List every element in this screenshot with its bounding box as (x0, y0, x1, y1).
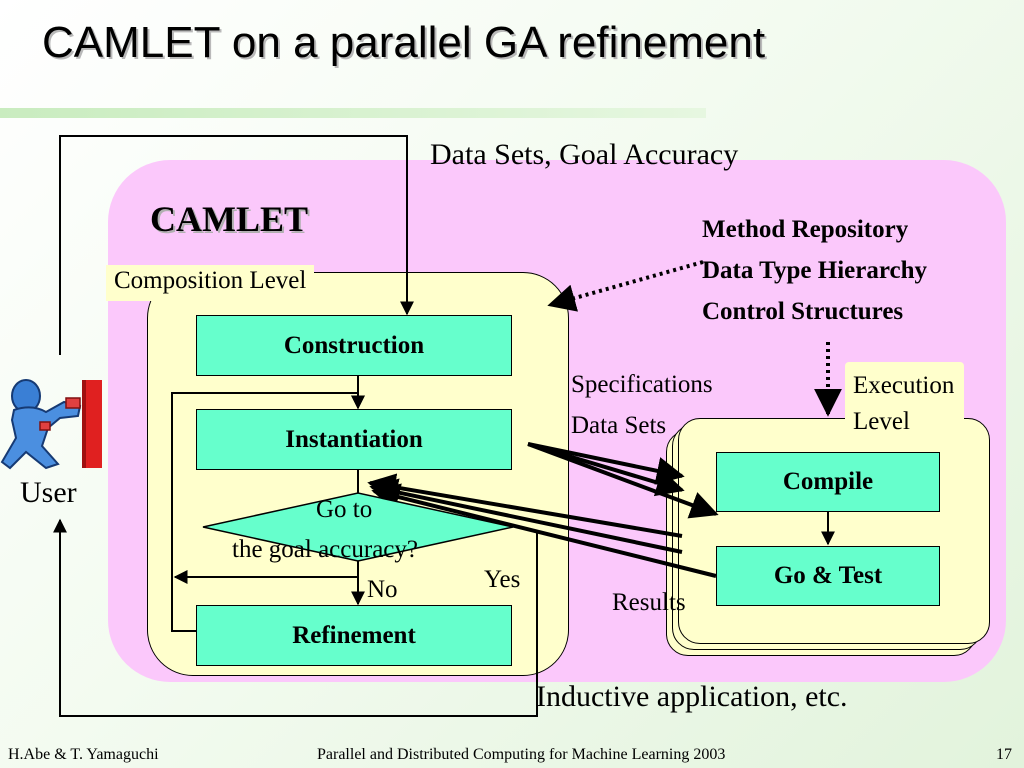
inductive-application-label: Inductive application, etc. (536, 680, 848, 713)
slide-title: CAMLET on a parallel GA refinement (42, 18, 766, 67)
footer-author: H.Abe & T. Yamaguchi (8, 746, 159, 763)
repository-line-3: Control Structures (702, 298, 904, 325)
user-label: User (20, 476, 77, 509)
user-to-construction-arrow (59, 135, 414, 355)
results-arrow-3 (371, 483, 717, 578)
results-label: Results (612, 589, 686, 616)
footer-venue: Parallel and Distributed Computing for M… (317, 746, 726, 763)
execution-label-line1: Execution (853, 372, 955, 399)
composition-level-label: Composition Level (106, 265, 315, 301)
compile-node: Compile (716, 452, 940, 512)
execution-label-line2: Level (853, 408, 910, 435)
go-test-node: Go & Test (716, 546, 940, 606)
specifications-label: Specifications (571, 371, 713, 398)
branch-no-label: No (367, 576, 398, 603)
results-arrow-1 (367, 473, 683, 538)
specs-arrow-3 (527, 442, 719, 519)
footer-page-number: 17 (996, 746, 1012, 763)
repository-line-2: Data Type Hierarchy (702, 257, 927, 284)
repository-line-1: Method Repository (702, 216, 909, 243)
refinement-loop-arrow (171, 392, 365, 632)
repository-to-composition-arrow (547, 260, 704, 312)
output-to-user-arrow (53, 518, 538, 717)
title-underline (0, 108, 706, 118)
decision-text-line1: Go to (316, 496, 373, 523)
execution-level-label: Execution Level (845, 362, 965, 448)
data-sets-goal-label: Data Sets, Goal Accuracy (430, 138, 739, 171)
decision-diamond (202, 492, 514, 562)
person-pushing-icon (0, 376, 104, 472)
branch-yes-label: Yes (484, 566, 521, 593)
instantiation-node: Instantiation (196, 409, 512, 470)
decision-text-line2: the goal accuracy? (232, 536, 418, 563)
results-arrow-2 (369, 478, 683, 554)
refinement-node: Refinement (196, 605, 512, 666)
data-sets-label: Data Sets (571, 412, 667, 439)
camlet-heading: CAMLET (150, 199, 309, 239)
construction-node: Construction (196, 315, 512, 376)
